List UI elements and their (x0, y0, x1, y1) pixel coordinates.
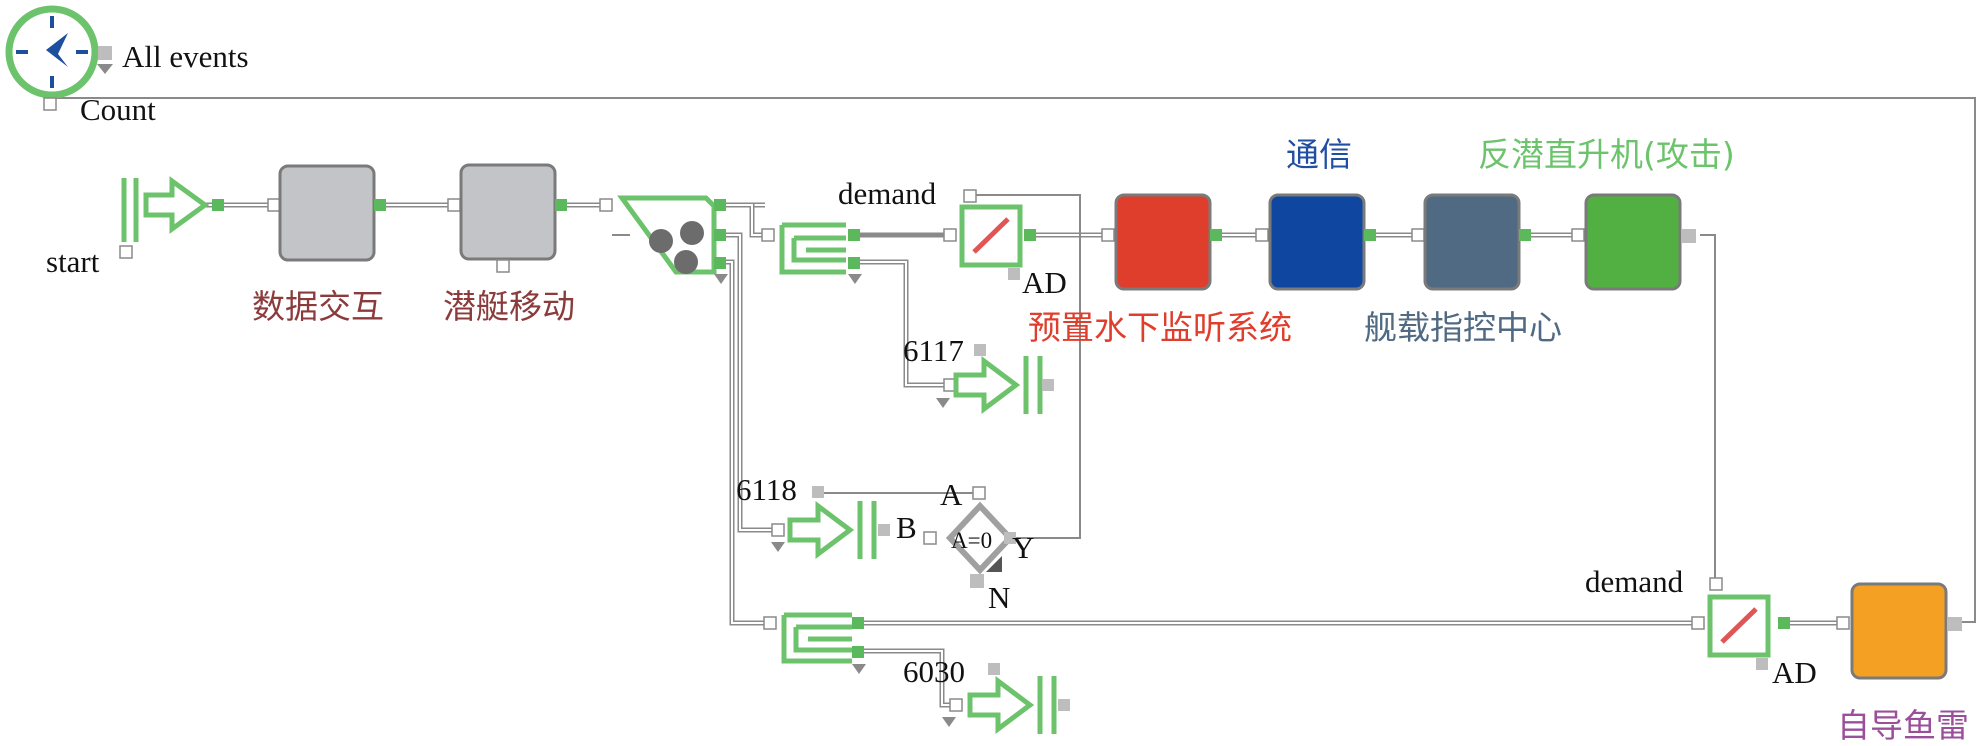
lower-demand-wire (1700, 234, 1716, 583)
start-label: start (46, 244, 100, 279)
upper-split-block[interactable] (761, 222, 862, 284)
sub-move-block[interactable]: 潜艇移动 (443, 163, 575, 326)
count-label: Count (80, 92, 156, 127)
command-block[interactable]: 舰载指控中心 (1364, 193, 1562, 347)
sensor-block[interactable]: 预置水下监听系统 (1028, 193, 1292, 347)
decision-a-label: A (940, 477, 963, 512)
clock-feedback-wire (48, 97, 1976, 623)
sink-6030-label: 6030 (903, 654, 965, 689)
decision-block[interactable]: A A=0 Y N (923, 477, 1034, 615)
sink-arrow-icon (787, 501, 855, 559)
sink-6118-label: 6118 (736, 472, 797, 507)
sink-arrow-icon (967, 676, 1035, 734)
upper-demand-wire (975, 194, 1081, 539)
sink-arrow-icon (953, 356, 1021, 414)
connections (48, 97, 1976, 708)
source-block[interactable]: start (46, 176, 224, 279)
comm-label: 通信 (1286, 135, 1352, 174)
lower-demand-label: demand (1585, 564, 1684, 599)
decision-y-label: Y (1012, 530, 1034, 565)
sink-6118-block[interactable]: 6118 B (736, 472, 917, 559)
output-switch-block[interactable] (599, 195, 728, 284)
sink-6117-label: 6117 (903, 333, 964, 368)
torpedo-block[interactable]: 自导鱼雷 (1836, 582, 1969, 745)
source-arrow-icon (143, 176, 210, 234)
lower-select-block[interactable]: demand AD (1585, 564, 1817, 690)
upper-demand-label: demand (838, 176, 937, 211)
heli-label: 反潜直升机(攻击) (1478, 135, 1735, 174)
all-events-label: All events (122, 39, 249, 74)
comm-block[interactable]: 通信 (1255, 135, 1376, 291)
sink-6117-block[interactable]: 6117 (903, 333, 1054, 414)
data-exchange-label: 数据交互 (252, 287, 384, 326)
clock-block[interactable]: All events Count (5, 5, 249, 127)
torpedo-label: 自导鱼雷 (1837, 706, 1969, 745)
command-label: 舰载指控中心 (1364, 308, 1562, 347)
upper-ad-label: AD (1022, 265, 1067, 300)
lower-ad-label: AD (1772, 655, 1817, 690)
sensor-label: 预置水下监听系统 (1028, 308, 1292, 347)
data-exchange-block[interactable]: 数据交互 (252, 164, 386, 326)
upper-select-block[interactable]: demand AD (838, 176, 1067, 300)
sub-move-label: 潜艇移动 (443, 287, 575, 326)
sink-6118-b-label: B (896, 510, 917, 545)
decision-n-label: N (988, 580, 1010, 615)
sink-6030-block[interactable]: 6030 (903, 654, 1070, 734)
lower-split-block[interactable] (763, 612, 866, 674)
decision-cond-label: A=0 (951, 528, 992, 553)
heli-block[interactable]: 反潜直升机(攻击) (1478, 135, 1735, 291)
